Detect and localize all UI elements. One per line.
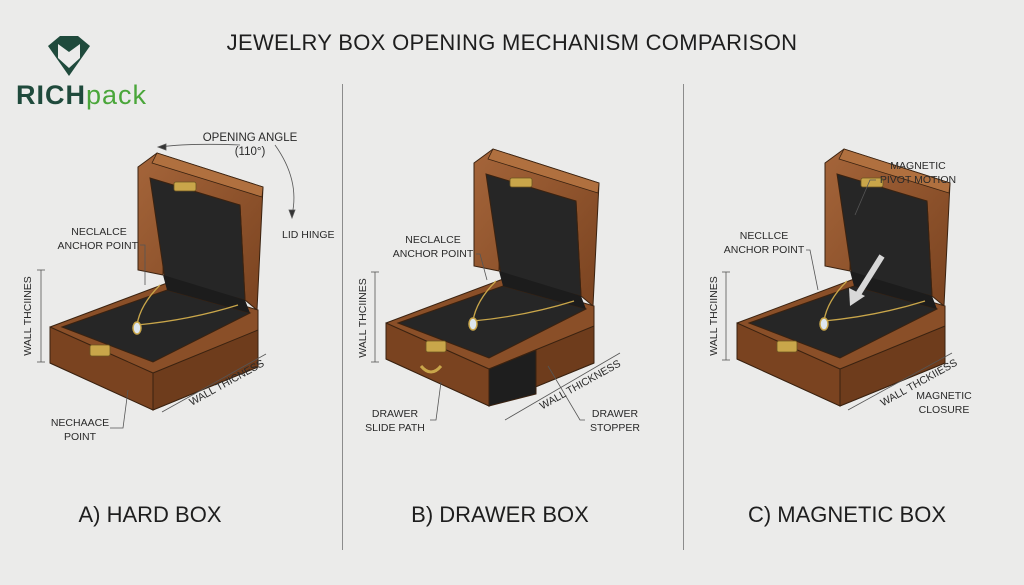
point-line-2: POINT [63, 431, 97, 443]
logo-text-pack: pack [86, 80, 148, 110]
caption-magnetic-box: C) MAGNETIC BOX [747, 502, 946, 527]
anchor-line-2: ANCHOR POINT [57, 240, 138, 252]
caption-drawer-box: B) DRAWER BOX [411, 502, 589, 527]
caption-hard-box: A) HARD BOX [78, 502, 222, 527]
drawer-slide-path-label: DRAWER SLIDE PATH [360, 407, 430, 435]
page-title: JEWELRY BOX OPENING MECHANISM COMPARISON [226, 30, 798, 55]
opening-angle-value: (110°) [234, 146, 266, 158]
slide-line-1: DRAWER [371, 408, 419, 420]
logo-text: RICHpack [16, 80, 147, 111]
annotation-lines [37, 143, 953, 429]
opening-angle-text: OPENING ANGLE [202, 132, 298, 144]
anchor-line-1: NECLALCE [71, 226, 127, 238]
drawer-box-drawing [385, 148, 600, 407]
anchor-point-label: NECLALCE ANCHOR POINT [390, 233, 476, 261]
wall-thickness-vertical-label: WALL THCIINES [708, 276, 720, 356]
magnetic-pivot-label: MAGNETIC PIVOT MOTION [876, 159, 960, 187]
drawer-handle-icon [419, 364, 443, 374]
closure-line-1: MAGNETIC [916, 390, 972, 402]
anchor-line-2: ANCHOR POINT [723, 244, 805, 256]
magnetic-closure-label: MAGNETIC CLOSURE [914, 389, 974, 417]
divider [342, 84, 343, 550]
pivot-line-2: PIVOT MOTION [879, 174, 957, 186]
lid-hinge-label: LID HINGE [282, 229, 335, 241]
stopper-line-2: STOPPER [590, 422, 640, 434]
anchor-line-2: ANCHOR POINT [392, 248, 474, 260]
closure-line-2: CLOSURE [918, 404, 970, 416]
necklace-point-label: NECHAACE POINT [50, 416, 110, 444]
magnetic-box-drawing [736, 148, 951, 407]
logo-mark-icon [48, 36, 90, 76]
pivot-line-1: MAGNETIC [890, 160, 946, 172]
logo: RICHpack [16, 34, 146, 114]
pivot-arrow-icon [854, 254, 885, 298]
anchor-line-1: NECLALCE [405, 234, 461, 246]
anchor-line-1: NECLLCE [739, 230, 789, 242]
anchor-point-label: NECLALCE ANCHOR POINT [40, 225, 138, 253]
drawer-stopper-label: DRAWER STOPPER [585, 407, 645, 435]
anchor-point-label: NECLLCE ANCHOR POINT [722, 229, 806, 257]
opening-angle-label: OPENING ANGLE (110°) [195, 131, 305, 159]
point-line-1: NECHAACE [50, 417, 110, 429]
slide-line-2: SLIDE PATH [365, 422, 425, 434]
divider [683, 84, 684, 550]
wall-thickness-vertical-label: WALL THCIINES [357, 278, 369, 358]
stopper-line-1: DRAWER [591, 408, 639, 420]
wall-thickness-vertical-label: WALL THCIINES [22, 276, 34, 356]
logo-text-rich: RICH [16, 80, 86, 110]
